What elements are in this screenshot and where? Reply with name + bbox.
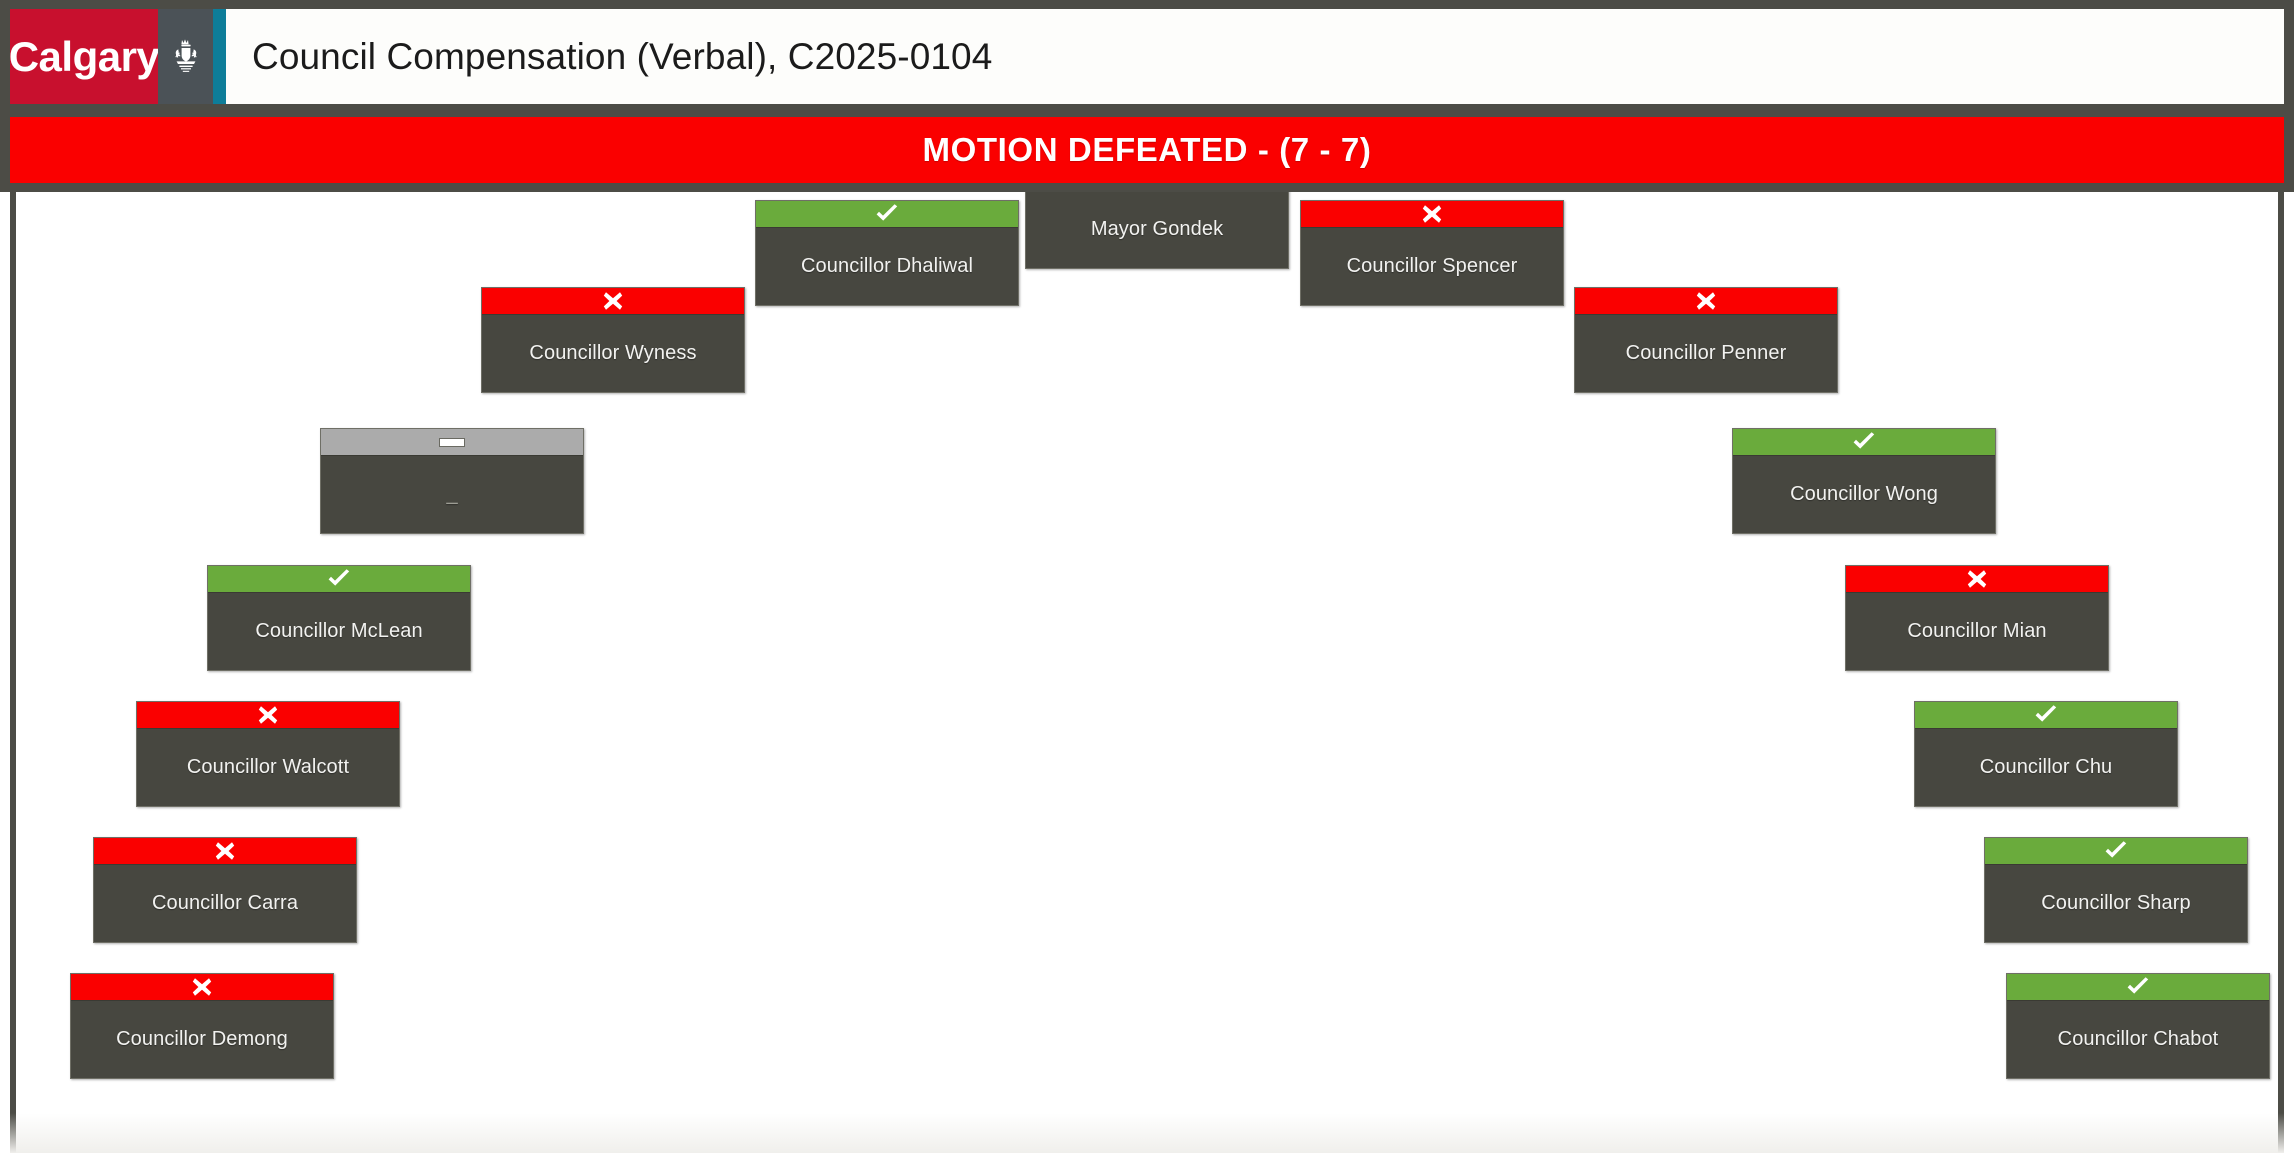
- member-name-area: Councillor Spencer: [1301, 228, 1563, 305]
- cross-icon: [603, 292, 623, 310]
- cross-icon: [1422, 205, 1442, 223]
- member-vote-card[interactable]: Councillor Wyness: [481, 287, 745, 393]
- board-bottom-fade: [10, 1113, 2284, 1153]
- cross-icon: [192, 978, 212, 996]
- member-name: _: [446, 483, 458, 505]
- cross-icon: [215, 842, 235, 860]
- dash-icon: [439, 437, 465, 447]
- member-name-area: Councillor McLean: [208, 593, 470, 670]
- vote-status-strip: [1301, 201, 1563, 228]
- member-name-area: Mayor Gondek: [1026, 192, 1288, 268]
- member-name-area: Councillor Mian: [1846, 593, 2108, 670]
- member-vote-card[interactable]: Councillor Penner: [1574, 287, 1838, 393]
- member-vote-card[interactable]: Councillor Demong: [70, 973, 334, 1079]
- member-vote-card[interactable]: Councillor Carra: [93, 837, 357, 943]
- member-name-area: Councillor Sharp: [1985, 865, 2247, 942]
- logo-teal-stripe: [213, 9, 226, 104]
- vote-status-strip: [1846, 566, 2108, 593]
- page-title: Council Compensation (Verbal), C2025-010…: [252, 35, 993, 77]
- cross-icon: [1967, 570, 1987, 588]
- member-name-area: _: [321, 456, 583, 533]
- member-name-area: Councillor Penner: [1575, 315, 1837, 392]
- member-name: Councillor Mian: [1907, 620, 2047, 642]
- member-vote-card[interactable]: _: [320, 428, 584, 534]
- member-name-area: Councillor Wong: [1733, 456, 1995, 533]
- member-name: Councillor Wyness: [529, 342, 697, 364]
- board-left-edge: [10, 192, 16, 1153]
- checkmark-icon: [328, 569, 350, 586]
- motion-result-banner: MOTION DEFEATED - (7 - 7): [10, 117, 2284, 183]
- member-name: Councillor Sharp: [2041, 892, 2191, 914]
- checkmark-icon: [876, 204, 898, 221]
- member-name: Councillor Wong: [1790, 483, 1938, 505]
- vote-status-strip: [94, 838, 356, 865]
- vote-status-strip: [482, 288, 744, 315]
- checkmark-icon: [1853, 432, 1875, 449]
- vote-status-strip: [1985, 838, 2247, 865]
- vote-status-strip: [71, 974, 333, 1001]
- vote-status-strip: [1915, 702, 2177, 729]
- member-name-area: Councillor Chabot: [2007, 1001, 2269, 1078]
- member-name: Councillor Walcott: [186, 756, 350, 778]
- member-name-area: Councillor Demong: [71, 1001, 333, 1078]
- vote-status-strip: [2007, 974, 2269, 1001]
- member-name: Councillor Dhaliwal: [801, 255, 973, 277]
- vote-status-strip: [1733, 429, 1995, 456]
- member-vote-card[interactable]: Councillor Chu: [1914, 701, 2178, 807]
- member-vote-card[interactable]: Councillor Mian: [1845, 565, 2109, 671]
- checkmark-icon: [2127, 977, 2149, 994]
- member-vote-card[interactable]: Councillor McLean: [207, 565, 471, 671]
- member-name: Councillor Demong: [116, 1028, 288, 1050]
- member-vote-card[interactable]: Mayor Gondek: [1025, 192, 1289, 269]
- member-name: Councillor Carra: [151, 892, 299, 914]
- member-vote-card[interactable]: Councillor Walcott: [136, 701, 400, 807]
- member-name: Councillor Penner: [1625, 342, 1787, 364]
- vote-status-strip: [1575, 288, 1837, 315]
- member-name: Councillor Spencer: [1346, 255, 1518, 277]
- member-name: Councillor McLean: [255, 620, 423, 642]
- member-name: Councillor Chu: [1979, 756, 2113, 778]
- member-name: Mayor Gondek: [1090, 218, 1224, 240]
- checkmark-icon: [2105, 841, 2127, 858]
- member-vote-card[interactable]: Councillor Wong: [1732, 428, 1996, 534]
- member-name-area: Councillor Chu: [1915, 729, 2177, 806]
- vote-status-strip: [756, 201, 1018, 228]
- member-name-area: Councillor Carra: [94, 865, 356, 942]
- logo-wordmark: Calgary: [10, 32, 160, 80]
- member-name: Councillor Chabot: [2057, 1028, 2219, 1050]
- member-vote-card[interactable]: Councillor Dhaliwal: [755, 200, 1019, 306]
- member-name-area: Councillor Dhaliwal: [756, 228, 1018, 305]
- calgary-crest-icon: [158, 9, 213, 104]
- logo-wordmark-block: Calgary: [10, 9, 160, 104]
- vote-status-strip: [321, 429, 583, 456]
- app-header: Calgary: [10, 9, 2284, 104]
- motion-result-text: MOTION DEFEATED - (7 - 7): [922, 131, 1372, 168]
- member-name-area: Councillor Walcott: [137, 729, 399, 806]
- cross-icon: [1696, 292, 1716, 310]
- member-vote-card[interactable]: Councillor Sharp: [1984, 837, 2248, 943]
- member-name-area: Councillor Wyness: [482, 315, 744, 392]
- member-vote-card[interactable]: Councillor Spencer: [1300, 200, 1564, 306]
- calgary-logo: Calgary: [10, 9, 226, 104]
- board-right-edge: [2278, 192, 2284, 1153]
- member-vote-card[interactable]: Councillor Chabot: [2006, 973, 2270, 1079]
- cross-icon: [258, 706, 278, 724]
- vote-status-strip: [208, 566, 470, 593]
- checkmark-icon: [2035, 705, 2057, 722]
- vote-status-strip: [137, 702, 399, 729]
